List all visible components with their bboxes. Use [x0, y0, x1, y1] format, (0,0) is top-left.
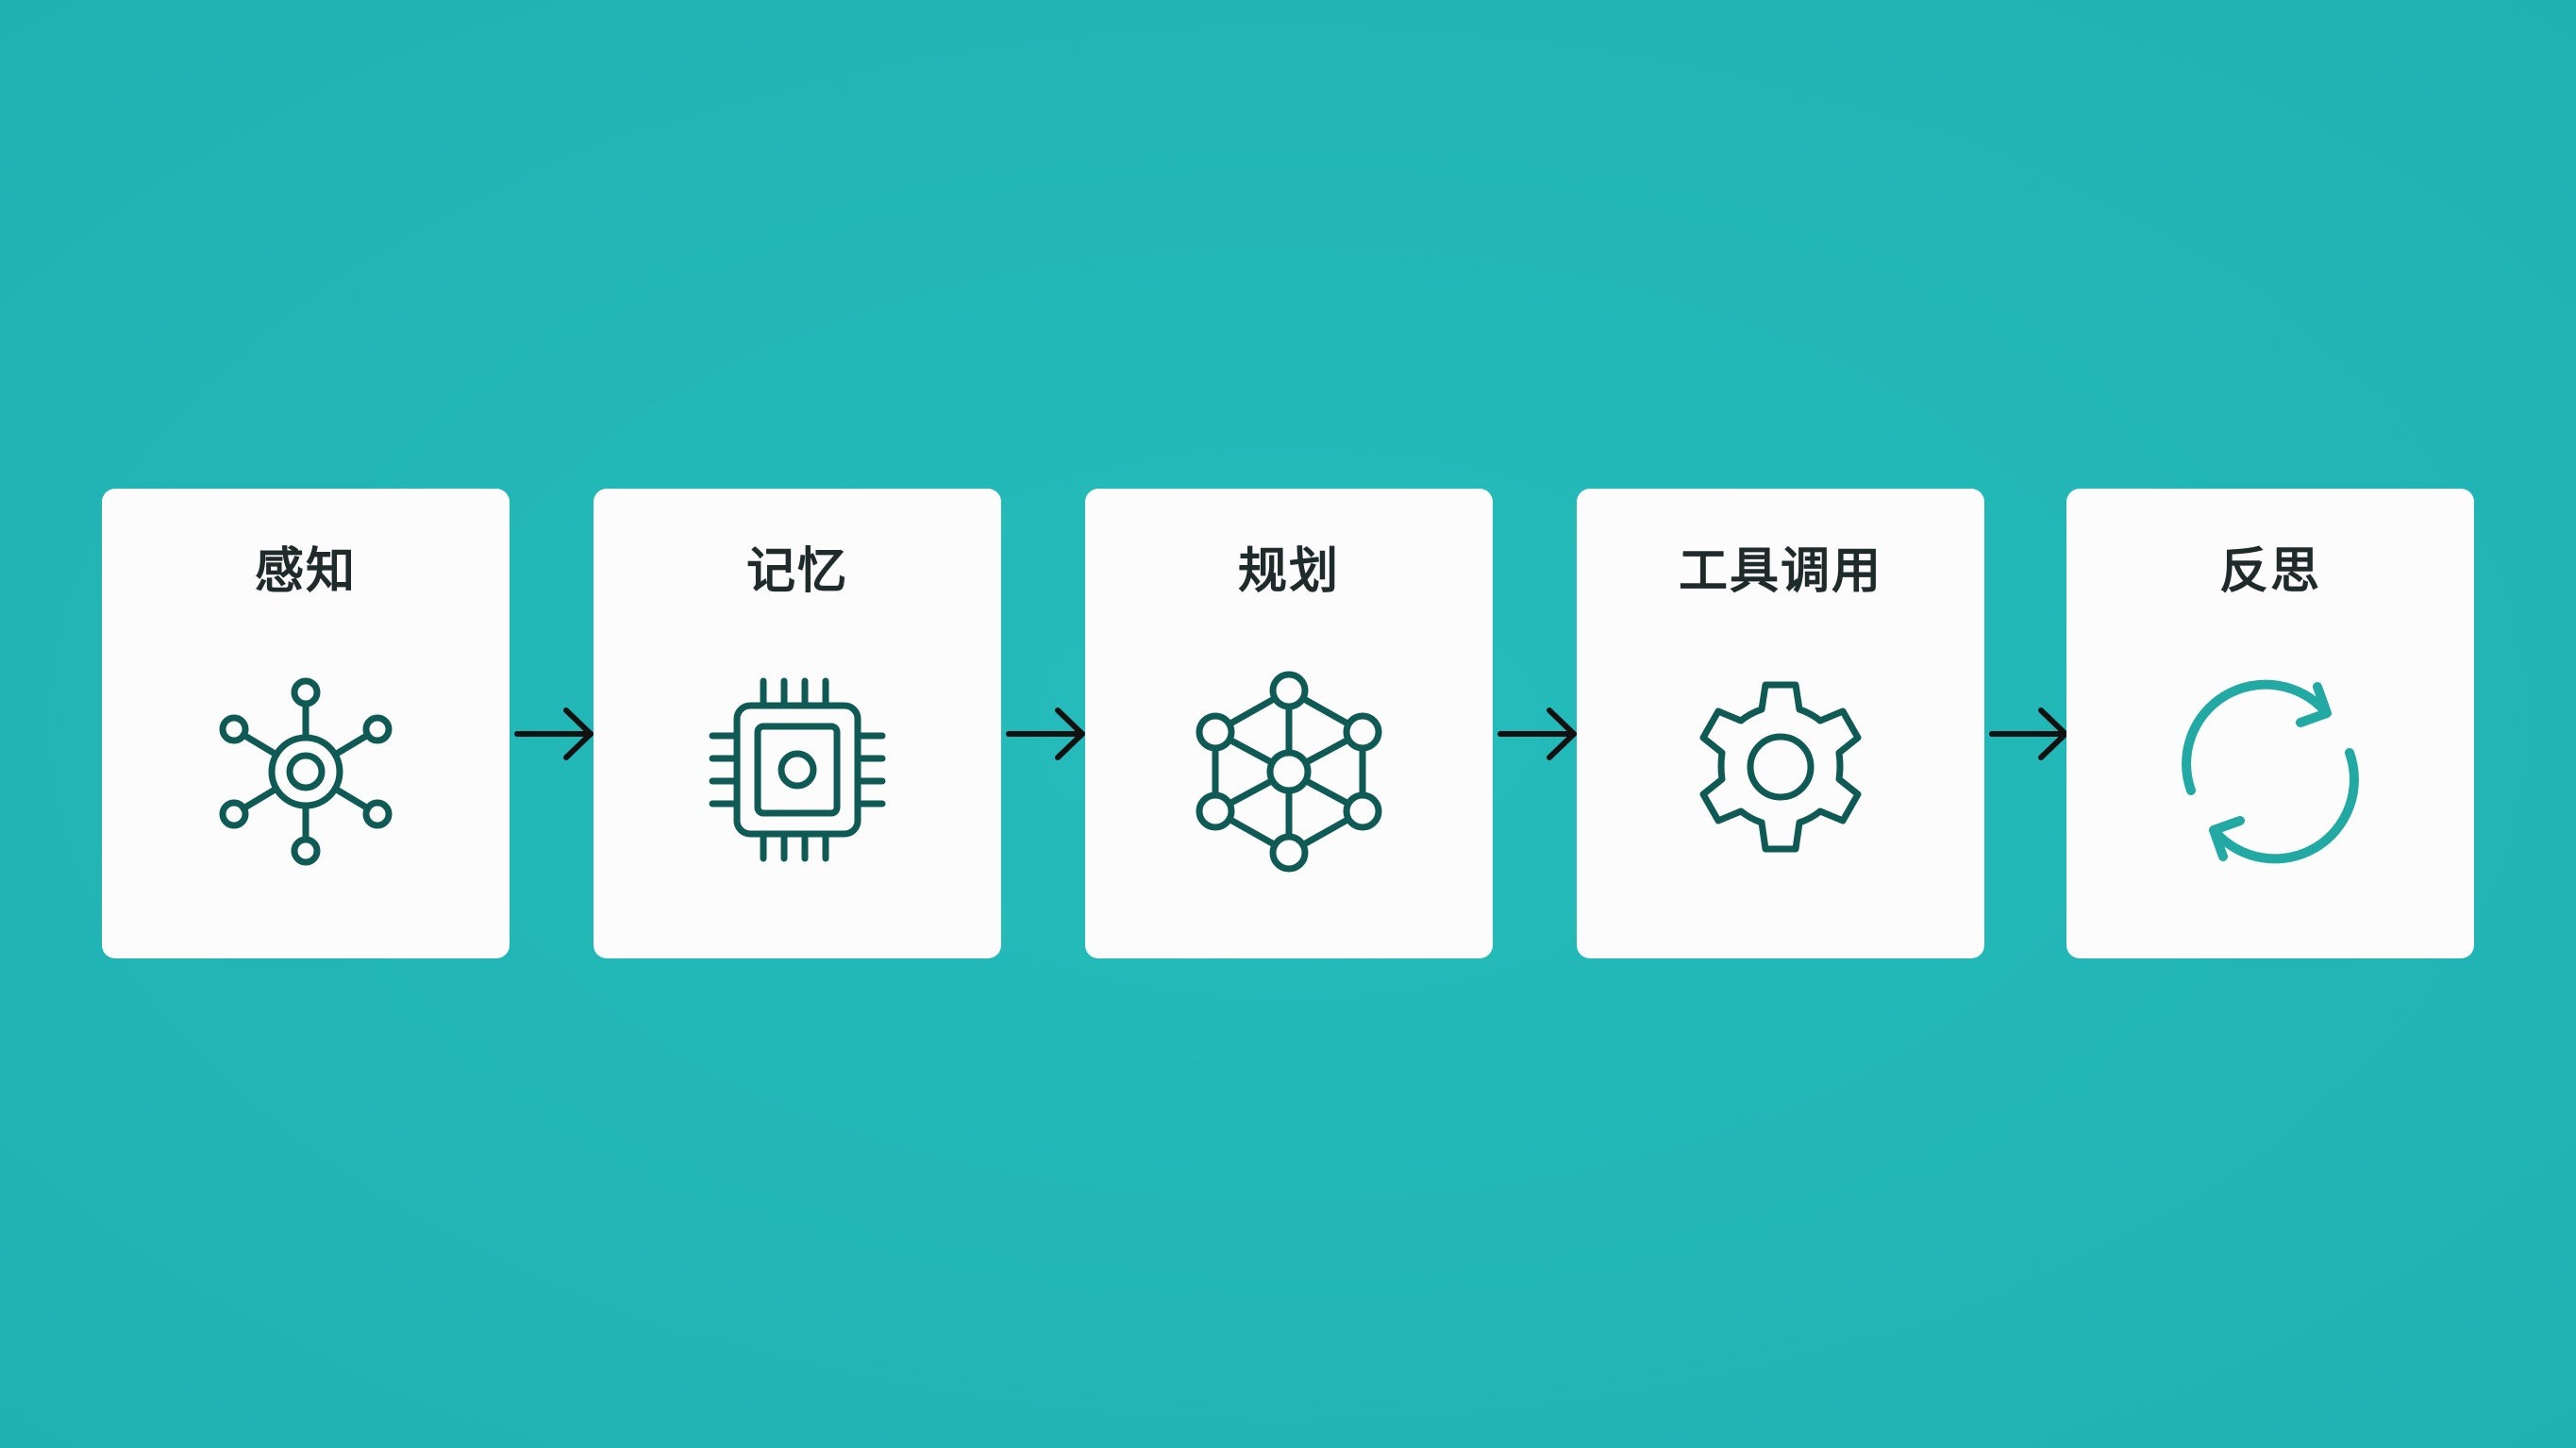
flow-arrow [1005, 701, 1088, 767]
step-title: 反思 [2218, 543, 2321, 600]
step-card-memory: 记忆 [594, 489, 1001, 958]
step-title: 规划 [1237, 543, 1340, 600]
step-title: 记忆 [745, 543, 848, 600]
step-title: 感知 [254, 543, 357, 600]
network-hub-icon [211, 668, 400, 875]
step-card-tool-use: 工具调用 [1577, 489, 1984, 958]
step-title: 工具调用 [1678, 543, 1882, 600]
refresh-cycle-icon [2176, 668, 2365, 875]
step-card-reflection: 反思 [2066, 489, 2474, 958]
flow-arrow [1988, 701, 2071, 767]
flow-arrow [1497, 701, 1580, 767]
hex-network-icon [1195, 668, 1383, 875]
step-card-perception: 感知 [102, 489, 510, 958]
flow-arrow [513, 701, 596, 767]
chip-icon [703, 668, 892, 875]
gear-icon [1686, 668, 1875, 875]
step-card-planning: 规划 [1085, 489, 1493, 958]
process-flow: 感知 [102, 489, 2474, 958]
